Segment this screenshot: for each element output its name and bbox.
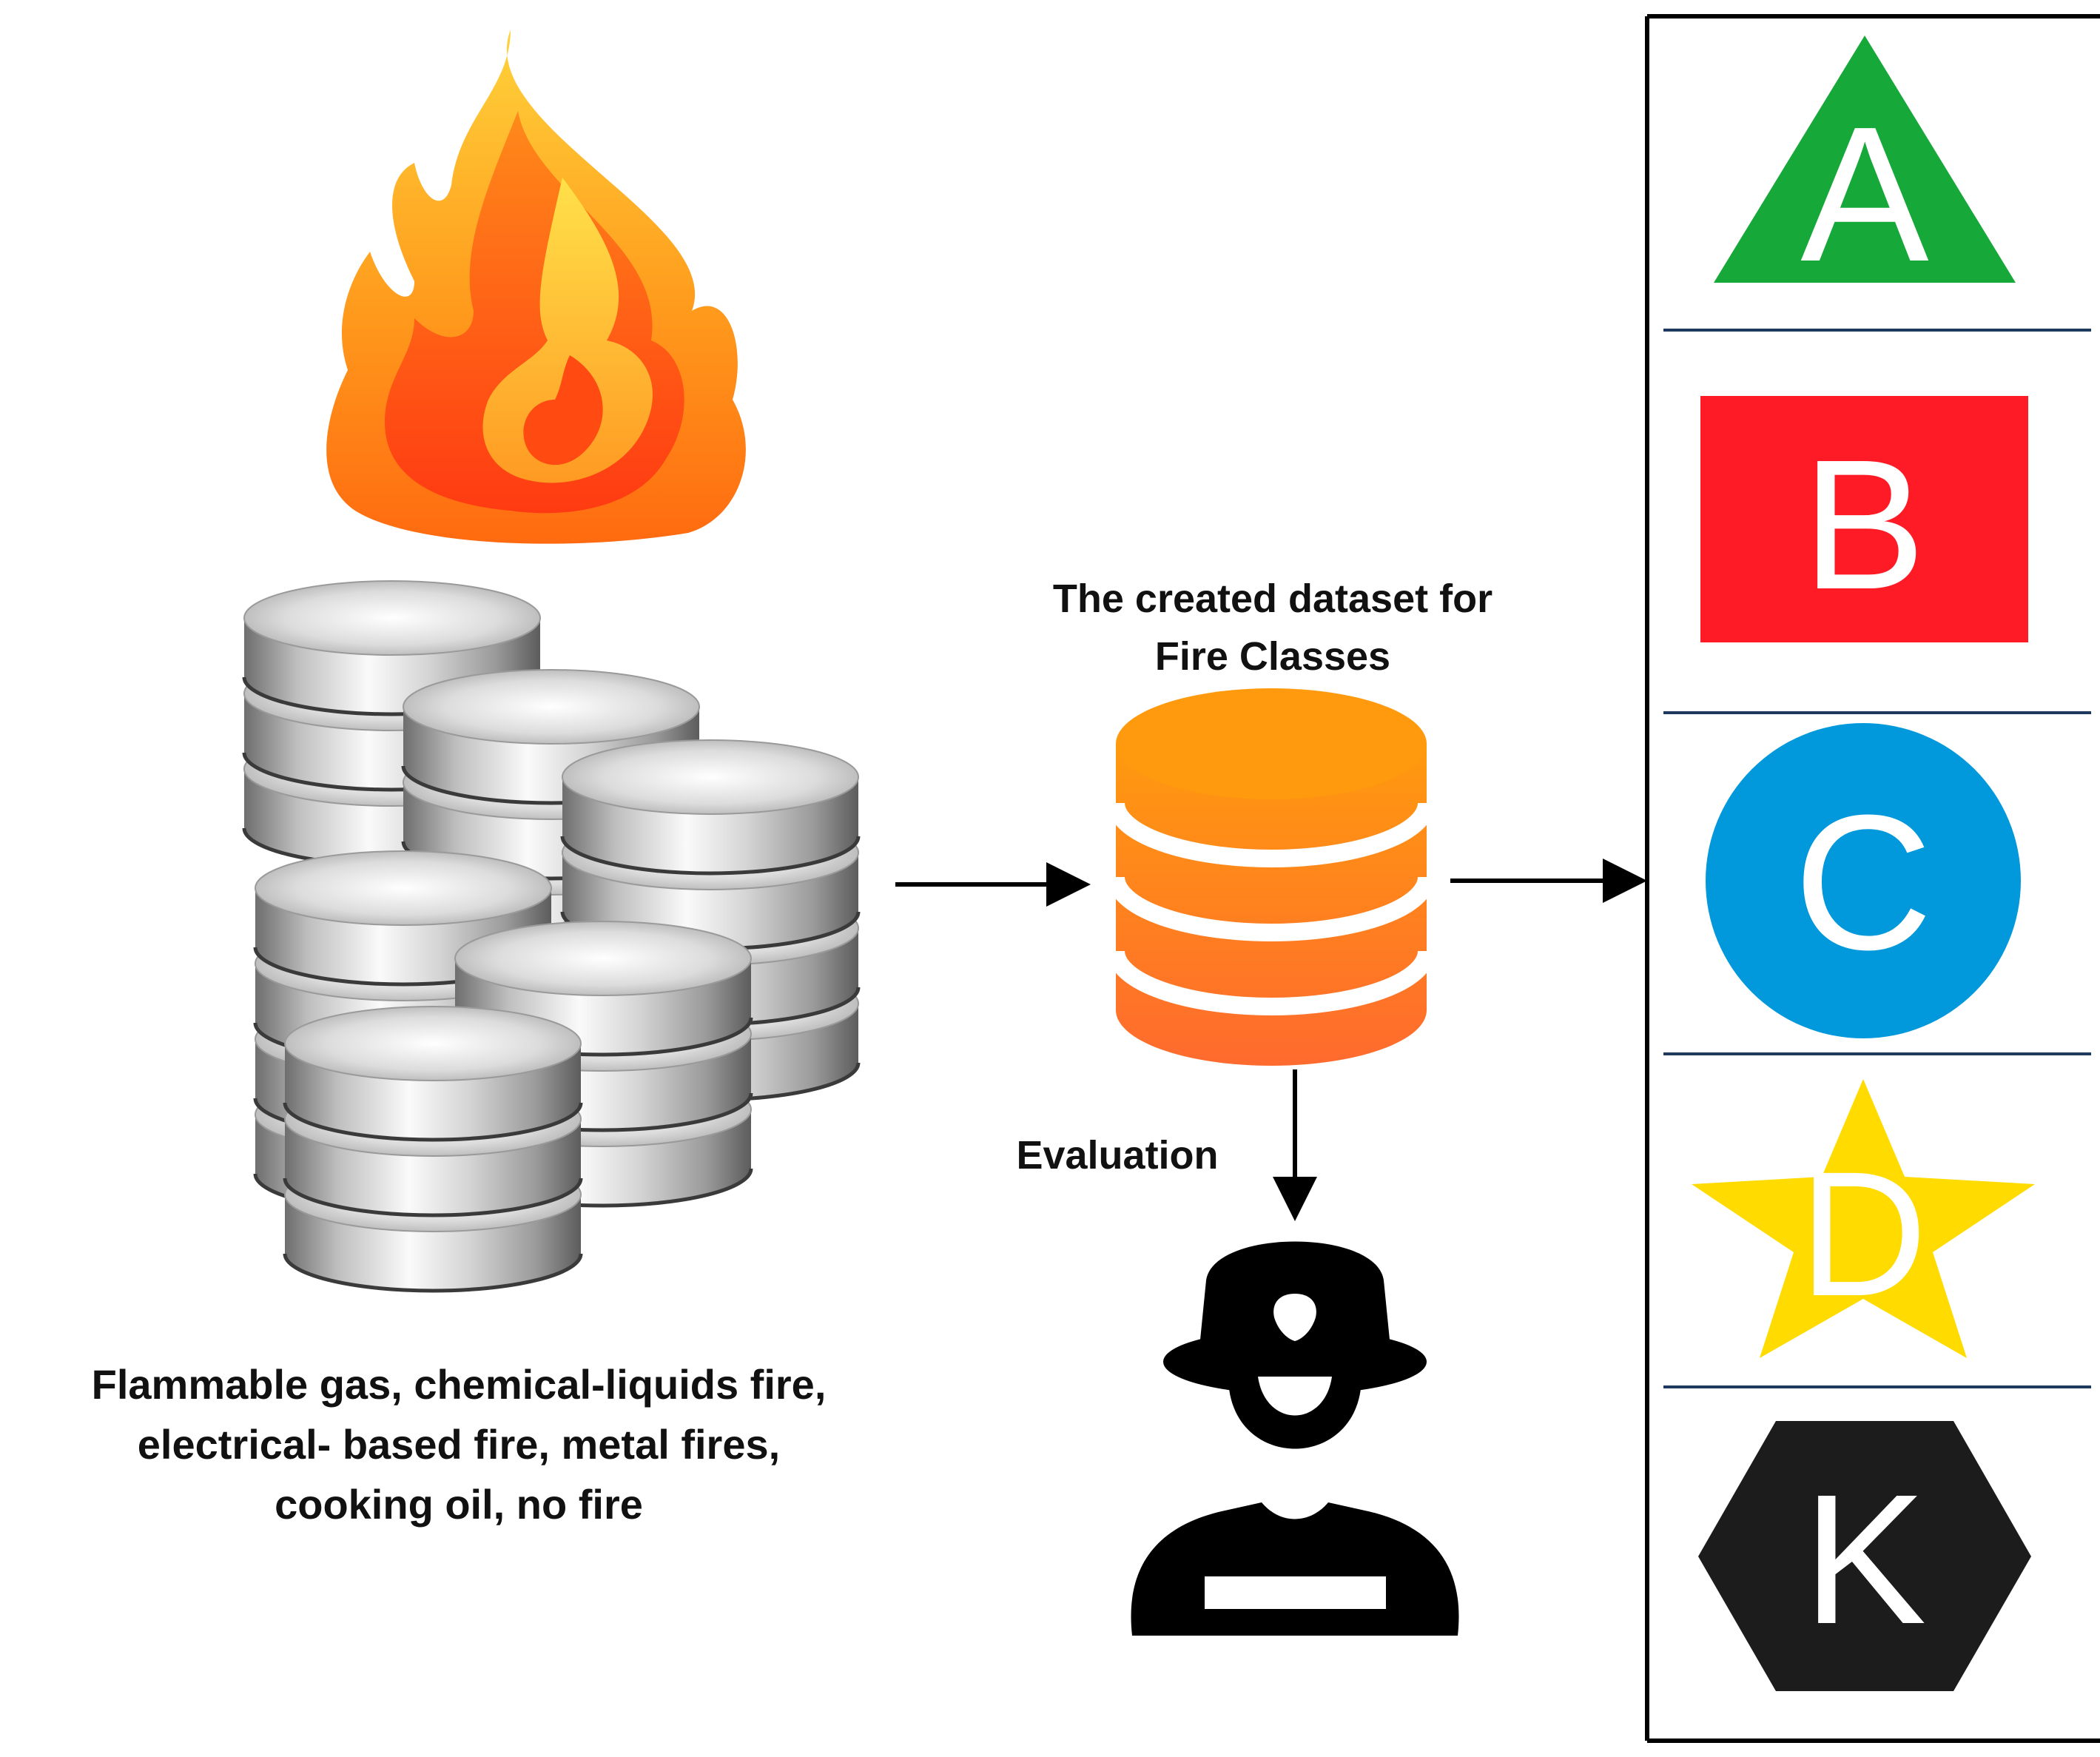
class-b-symbol: B — [1700, 396, 2028, 642]
fire-icon — [326, 30, 746, 544]
metal-disk-edge — [283, 1253, 583, 1293]
evaluation-label: Evaluation — [1016, 1133, 1219, 1178]
metal-disk-top — [255, 850, 552, 926]
metal-disk-top — [454, 921, 752, 996]
class-a-symbol: A — [1714, 36, 2016, 302]
fire-classes-panel — [1645, 14, 2100, 1743]
metal-disk-top — [243, 580, 541, 656]
star-icon — [1692, 1079, 2035, 1358]
firefighter-icon — [1131, 1241, 1459, 1636]
source-caption: Flammable gas, chemical-liquids fire, el… — [7, 1354, 910, 1535]
class-d-symbol: D — [1692, 1079, 2035, 1358]
dataset-caption-line-2: Fire Classes — [1154, 634, 1391, 679]
hexagon-icon — [1698, 1421, 2031, 1691]
dataset-caption: The created dataset for Fire Classes — [940, 570, 1606, 686]
class-k-symbol: K — [1698, 1421, 2031, 1691]
class-c-letter: C — [1794, 776, 1933, 990]
class-b-letter: B — [1803, 421, 1926, 628]
square-icon — [1700, 396, 2028, 642]
class-c-symbol: C — [1706, 723, 2021, 1038]
circle-icon — [1706, 723, 2021, 1038]
class-a-letter: A — [1800, 87, 1930, 302]
source-caption-line-2: electrical- based fire, metal fires, — [137, 1421, 781, 1468]
triangle-icon — [1714, 36, 2016, 283]
metal-disk-top — [403, 669, 700, 745]
source-caption-line-1: Flammable gas, chemical-liquids fire, — [91, 1361, 827, 1408]
dataset-caption-line-1: The created dataset for — [1052, 577, 1493, 621]
metal-disk-edge — [283, 1102, 583, 1142]
metal-disk-top — [284, 1006, 582, 1081]
metal-disk-top — [562, 739, 859, 815]
database-icon — [1107, 688, 1436, 1066]
class-d-letter: D — [1799, 1135, 1927, 1333]
server-stack-icon — [242, 580, 861, 1293]
metal-disk-edge — [283, 1178, 583, 1217]
source-caption-line-3: cooking oil, no fire — [275, 1481, 643, 1528]
class-k-letter: K — [1803, 1456, 1927, 1662]
metal-disk-edge — [560, 836, 861, 876]
